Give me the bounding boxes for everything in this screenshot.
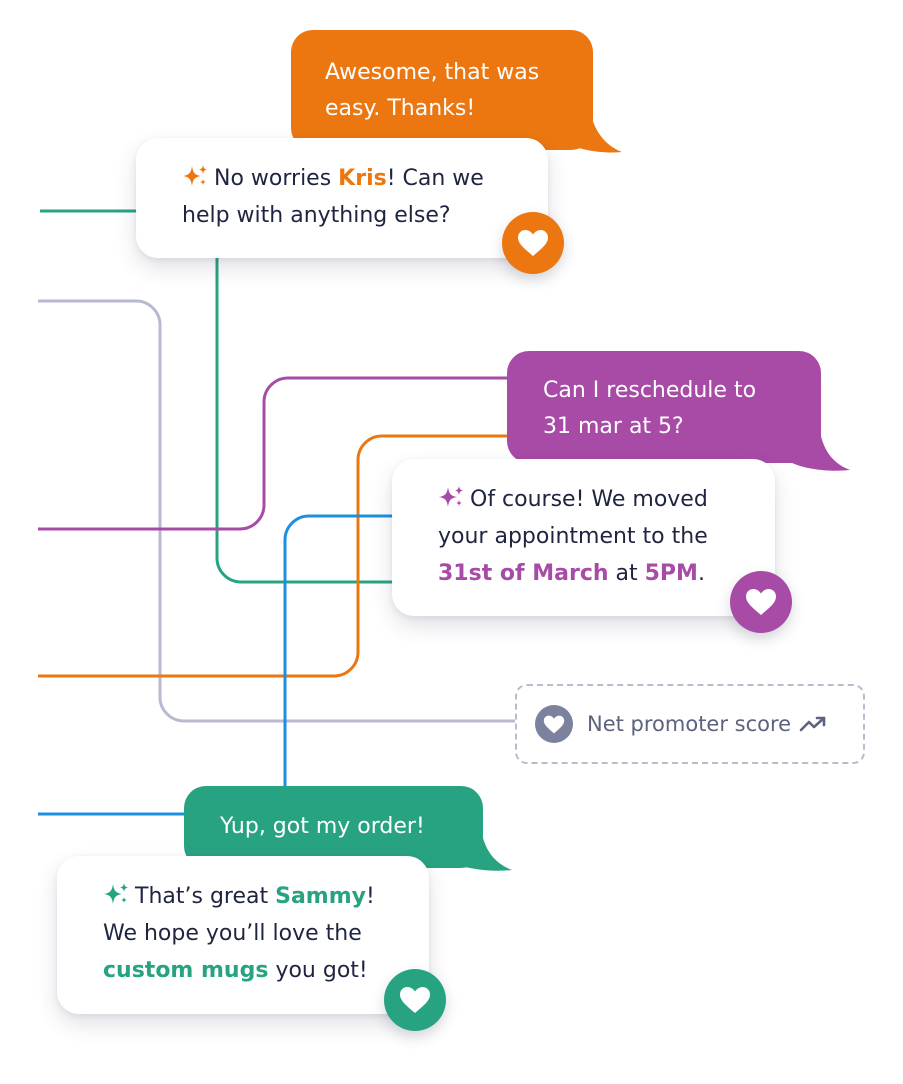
bot-reply-text: That’s great [135, 884, 276, 909]
user-message-text: Awesome, that was easy. Thanks! [325, 60, 540, 121]
bot-reply-text: ! Can we help with anything else? [182, 166, 484, 228]
sparkle-icon [439, 486, 463, 507]
heart-button[interactable] [730, 571, 792, 633]
bot-reply-text: . [697, 561, 705, 586]
bot-reply-text: Of course! We moved your appointment to … [438, 487, 708, 549]
user-message-bubble-1: Awesome, that was easy. Thanks! [291, 30, 593, 150]
heart-button[interactable] [502, 212, 564, 274]
bot-reply-text: ! We hope you’ll love the [103, 884, 375, 946]
metric-label: Net promoter score [587, 712, 792, 736]
net-promoter-score-card[interactable]: Net promoter score [515, 684, 865, 764]
heart-icon [535, 705, 573, 743]
bot-reply-bubble-1: No worries Kris! Can we help with anythi… [136, 138, 548, 258]
orange-connector-line [38, 434, 510, 678]
bot-reply-bubble-2: Of course! We moved your appointment to … [392, 459, 775, 616]
appointment-date: 31st of March [438, 561, 609, 586]
sparkle-icon [104, 883, 128, 904]
user-message-text: Yup, got my order! [220, 814, 425, 839]
gray-connector-line [38, 299, 516, 723]
heart-icon [400, 987, 430, 1013]
user-message-bubble-2: Can I reschedule to 31 mar at 5? [507, 351, 821, 463]
product-name: custom mugs [103, 958, 269, 983]
customer-name: Sammy [275, 884, 366, 909]
purple-connector-line [38, 376, 510, 531]
appointment-time: 5PM [644, 561, 698, 586]
teal-connector-line-2 [215, 255, 395, 584]
bot-reply-text: you got! [268, 958, 368, 983]
trend-up-icon [799, 716, 826, 732]
heart-icon [518, 230, 548, 256]
user-message-text: Can I reschedule to 31 mar at 5? [543, 378, 757, 439]
customer-name: Kris [338, 166, 387, 191]
user-message-bubble-3: Yup, got my order! [184, 786, 483, 868]
blue-connector-line [283, 514, 395, 790]
sparkle-icon [183, 165, 207, 186]
bot-reply-bubble-3: That’s great Sammy! We hope you’ll love … [57, 856, 429, 1014]
bot-reply-text: at [608, 561, 645, 586]
bot-reply-text: No worries [214, 166, 339, 191]
heart-icon [746, 589, 776, 615]
heart-button[interactable] [384, 969, 446, 1031]
